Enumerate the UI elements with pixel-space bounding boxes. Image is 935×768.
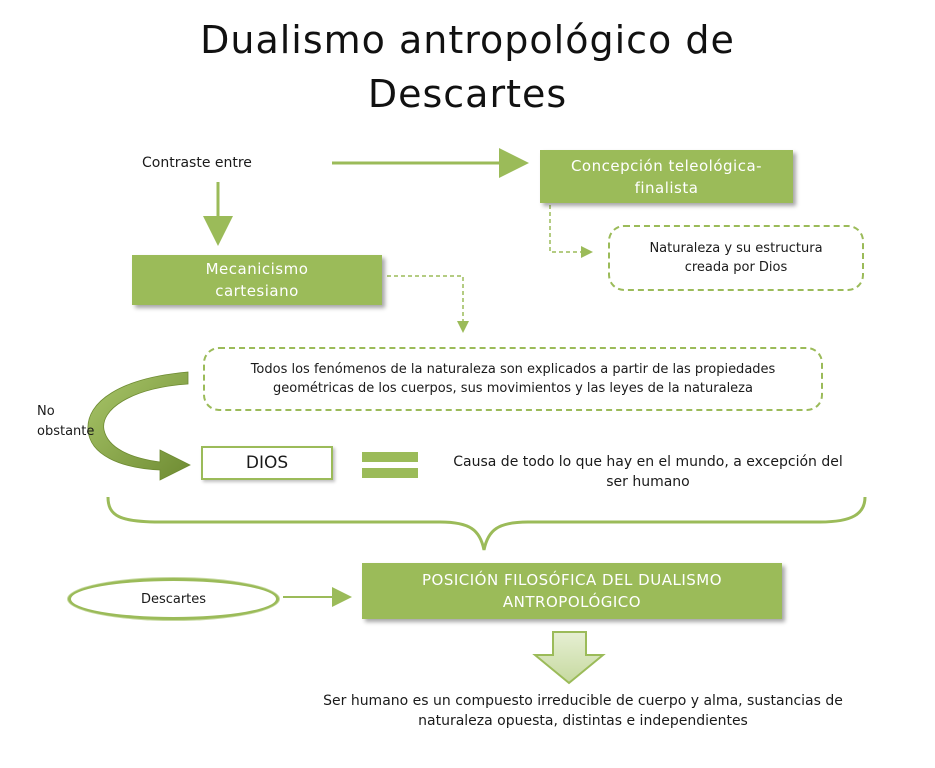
equals-bar-bottom (362, 468, 418, 478)
causa-label: Causa de todo lo que hay en el mundo, a … (453, 454, 843, 490)
concepcion-box: Concepción teleológica-finalista (540, 150, 793, 203)
arrow-mecanicismo-to-fenomenos (387, 275, 469, 333)
brace-connector (106, 496, 867, 551)
mecanicismo-label: Mecanicismo cartesiano (205, 260, 309, 300)
descartes-label: Descartes (140, 591, 207, 607)
naturaleza-dios-label: Naturaleza y su estructura creada por Di… (649, 241, 823, 275)
naturaleza-dios-box: Naturaleza y su estructura creada por Di… (608, 225, 864, 291)
arrow-concepcion-to-naturaleza (549, 205, 593, 258)
equals-bar-top (362, 452, 418, 462)
ser-humano-label: Ser humano es un compuesto irreducible d… (323, 693, 843, 729)
down-arrow-block (532, 631, 606, 685)
descartes-oval: Descartes (68, 578, 279, 620)
dios-label: DIOS (245, 453, 289, 473)
no-obstante-label: No obstante (37, 404, 95, 439)
mecanicismo-box: Mecanicismo cartesiano (132, 255, 382, 305)
diagram-title-line-1: Dualismo antropológico de (200, 18, 735, 62)
diagram-title-line-2: Descartes (367, 72, 568, 116)
fenomenos-label: Todos los fenómenos de la naturaleza son… (250, 362, 776, 396)
posicion-label: POSICIÓN FILOSÓFICA DEL DUALISMO ANTROPO… (421, 571, 723, 611)
curved-arrow-no-obstante (87, 371, 191, 481)
contraste-label: Contraste entre (142, 155, 252, 171)
fenomenos-box: Todos los fenómenos de la naturaleza son… (203, 347, 823, 411)
posicion-box: POSICIÓN FILOSÓFICA DEL DUALISMO ANTROPO… (362, 563, 782, 619)
dios-box: DIOS (201, 446, 333, 480)
concepcion-label: Concepción teleológica-finalista (570, 156, 763, 197)
